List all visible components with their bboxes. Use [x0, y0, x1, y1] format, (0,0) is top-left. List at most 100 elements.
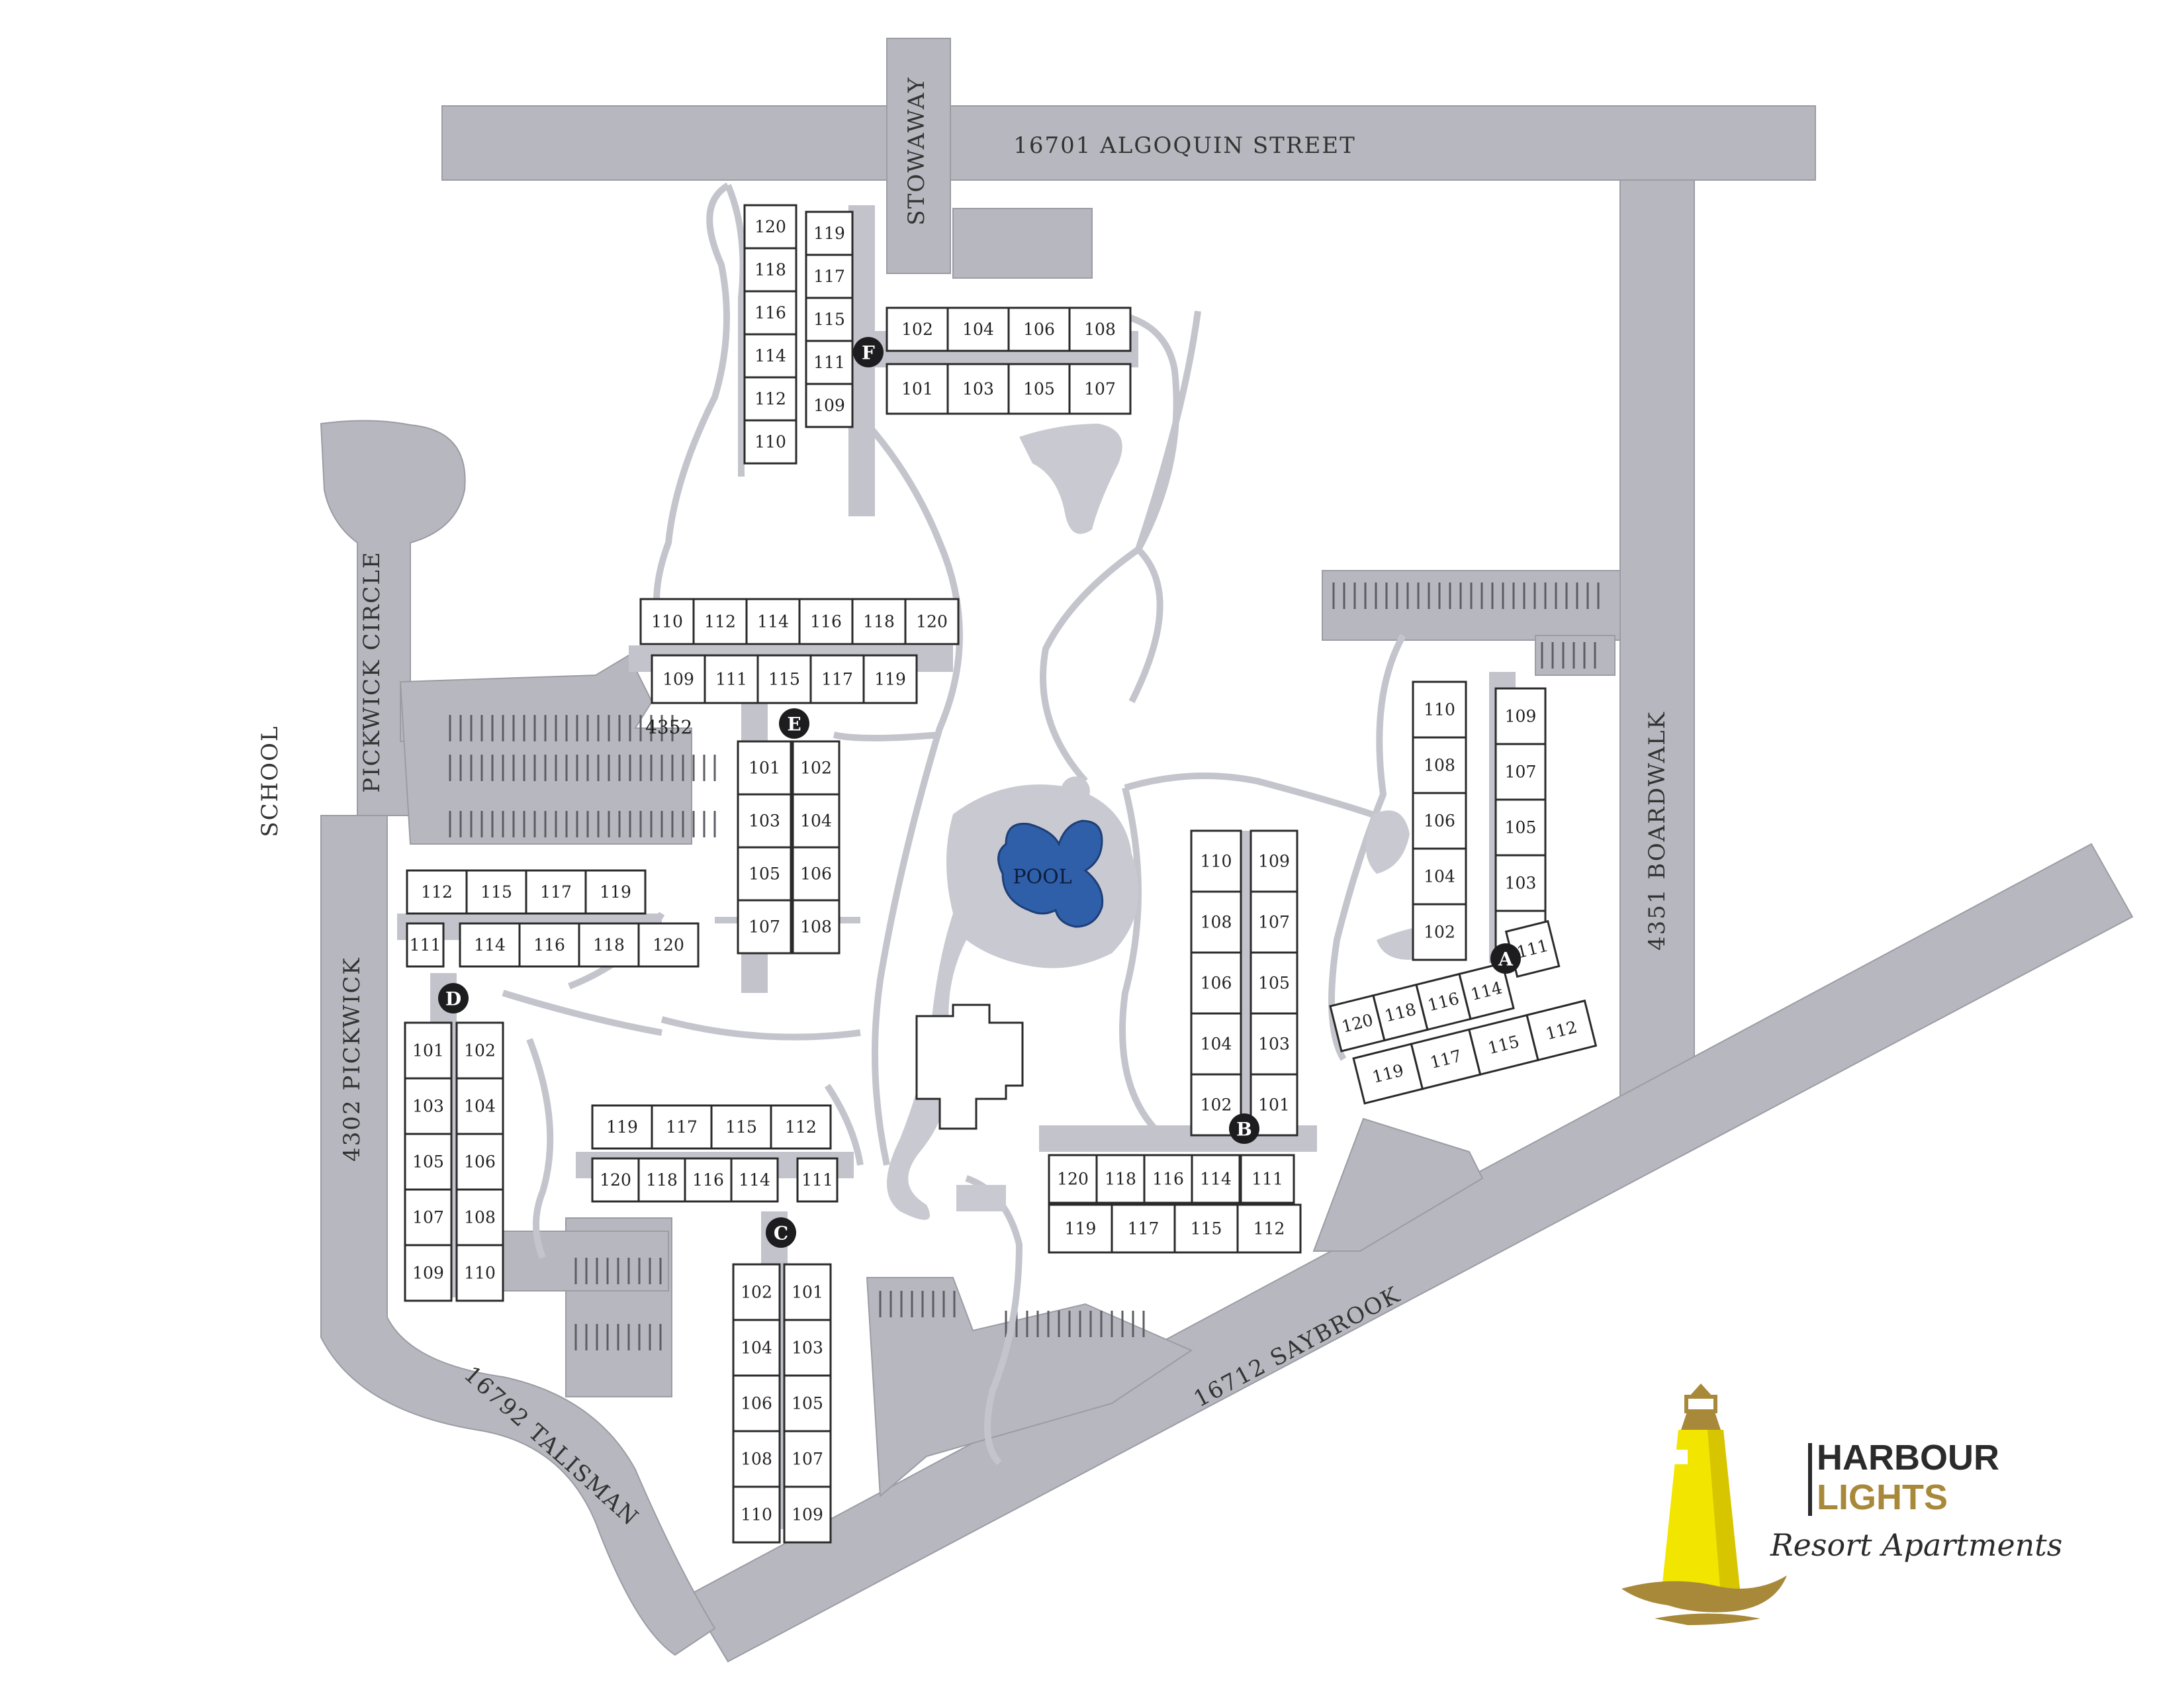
unit-F-102[interactable]	[886, 306, 949, 352]
unit-E-108[interactable]	[792, 899, 841, 955]
unit-C-116[interactable]	[684, 1157, 733, 1203]
unit-E-107[interactable]	[737, 899, 792, 955]
unit-number: 120	[600, 1170, 631, 1190]
unit-B-102[interactable]	[1190, 1073, 1242, 1137]
unit-A-108[interactable]	[1412, 736, 1467, 794]
unit-D-117[interactable]	[525, 869, 587, 915]
unit-B-114[interactable]	[1191, 1154, 1241, 1204]
pool	[997, 820, 1104, 928]
unit-D-103[interactable]	[404, 1077, 453, 1135]
unit-E-118[interactable]	[851, 598, 907, 645]
unit-F-106[interactable]	[1007, 306, 1071, 352]
unit-A-105[interactable]	[1494, 798, 1547, 857]
unit-D-120[interactable]	[637, 922, 700, 968]
unit-B-104[interactable]	[1190, 1012, 1242, 1076]
unit-E-119[interactable]	[862, 654, 918, 704]
unit-E-117[interactable]	[809, 654, 865, 704]
unit-C-120[interactable]	[591, 1157, 640, 1203]
unit-C-104[interactable]	[732, 1319, 781, 1377]
building-marker-a[interactable]: A	[1490, 943, 1521, 974]
unit-B-120[interactable]	[1048, 1154, 1098, 1204]
unit-F-119[interactable]	[805, 211, 854, 256]
unit-B-112[interactable]	[1236, 1203, 1302, 1254]
unit-F-110[interactable]	[743, 419, 797, 465]
unit-C-114[interactable]	[730, 1157, 779, 1203]
unit-F-105[interactable]	[1007, 363, 1071, 415]
unit-A-107[interactable]	[1494, 743, 1547, 801]
unit-C-119[interactable]	[591, 1104, 653, 1150]
unit-F-117[interactable]	[805, 254, 854, 299]
unit-A-102[interactable]	[1412, 903, 1467, 961]
unit-F-108[interactable]	[1068, 306, 1132, 352]
unit-E-120[interactable]	[904, 598, 960, 645]
unit-D-102[interactable]	[455, 1021, 504, 1080]
unit-A-106[interactable]	[1412, 792, 1467, 850]
unit-D-111[interactable]	[406, 922, 445, 968]
unit-number: 103	[962, 379, 994, 399]
unit-C-108[interactable]	[732, 1430, 781, 1488]
unit-E-102[interactable]	[792, 740, 841, 796]
unit-F-109[interactable]	[805, 383, 854, 428]
unit-B-116[interactable]	[1143, 1154, 1193, 1204]
unit-E-109[interactable]	[651, 654, 706, 704]
unit-number: 106	[464, 1152, 496, 1172]
unit-E-114[interactable]	[745, 598, 801, 645]
unit-B-111[interactable]	[1240, 1154, 1295, 1204]
unit-A-114[interactable]	[1458, 962, 1515, 1021]
unit-B-109[interactable]	[1250, 829, 1298, 893]
unit-E-104[interactable]	[792, 793, 841, 849]
unit-number: 120	[1057, 1170, 1089, 1189]
unit-number: 119	[874, 670, 906, 689]
unit-number: 120	[653, 935, 684, 955]
unit-F-107[interactable]	[1068, 363, 1132, 415]
unit-C-110[interactable]	[732, 1485, 781, 1544]
unit-number: 111	[410, 935, 441, 955]
building-marker-c[interactable]: C	[766, 1217, 796, 1248]
unit-D-107[interactable]	[404, 1188, 453, 1246]
unit-C-103[interactable]	[783, 1319, 832, 1377]
unit-C-111[interactable]	[796, 1157, 839, 1203]
unit-E-103[interactable]	[737, 793, 792, 849]
unit-B-106[interactable]	[1190, 951, 1242, 1015]
unit-F-120[interactable]	[743, 204, 797, 250]
unit-A-103[interactable]	[1494, 854, 1547, 912]
unit-D-118[interactable]	[578, 922, 640, 968]
parking-stalls	[449, 583, 1600, 1350]
unit-C-101[interactable]	[783, 1263, 832, 1321]
unit-F-112[interactable]	[743, 376, 797, 422]
unit-A-112[interactable]	[1525, 999, 1598, 1062]
unit-E-115[interactable]	[756, 654, 812, 704]
unit-A-104[interactable]	[1412, 847, 1467, 906]
unit-D-109[interactable]	[404, 1244, 453, 1302]
building-marker-d[interactable]: D	[438, 983, 469, 1013]
unit-number: 103	[749, 812, 780, 831]
unit-B-119[interactable]	[1048, 1203, 1113, 1254]
unit-E-105[interactable]	[737, 846, 792, 902]
building-marker-b[interactable]: B	[1229, 1113, 1259, 1144]
unit-number: 103	[1505, 874, 1537, 893]
unit-C-115[interactable]	[710, 1104, 772, 1150]
unit-B-118[interactable]	[1095, 1154, 1146, 1204]
unit-C-107[interactable]	[783, 1430, 832, 1488]
unit-number: 114	[739, 1170, 770, 1190]
unit-B-110[interactable]	[1190, 829, 1242, 893]
unit-C-109[interactable]	[783, 1485, 832, 1544]
unit-F-116[interactable]	[743, 290, 797, 336]
unit-C-112[interactable]	[770, 1104, 832, 1150]
building-marker-e[interactable]: E	[779, 708, 809, 739]
unit-E-116[interactable]	[798, 598, 854, 645]
unit-D-114[interactable]	[459, 922, 521, 968]
unit-D-110[interactable]	[455, 1244, 504, 1302]
unit-E-101[interactable]	[737, 740, 792, 796]
building-marker-f[interactable]: F	[853, 337, 884, 367]
unit-D-106[interactable]	[455, 1133, 504, 1191]
unit-number: 112	[1253, 1219, 1285, 1239]
unit-number: 112	[421, 882, 453, 902]
unit-number: 111	[715, 670, 747, 689]
unit-D-104[interactable]	[455, 1077, 504, 1135]
unit-number: 106	[1201, 974, 1232, 993]
unit-D-119[interactable]	[584, 869, 647, 915]
unit-A-109[interactable]	[1494, 687, 1547, 745]
